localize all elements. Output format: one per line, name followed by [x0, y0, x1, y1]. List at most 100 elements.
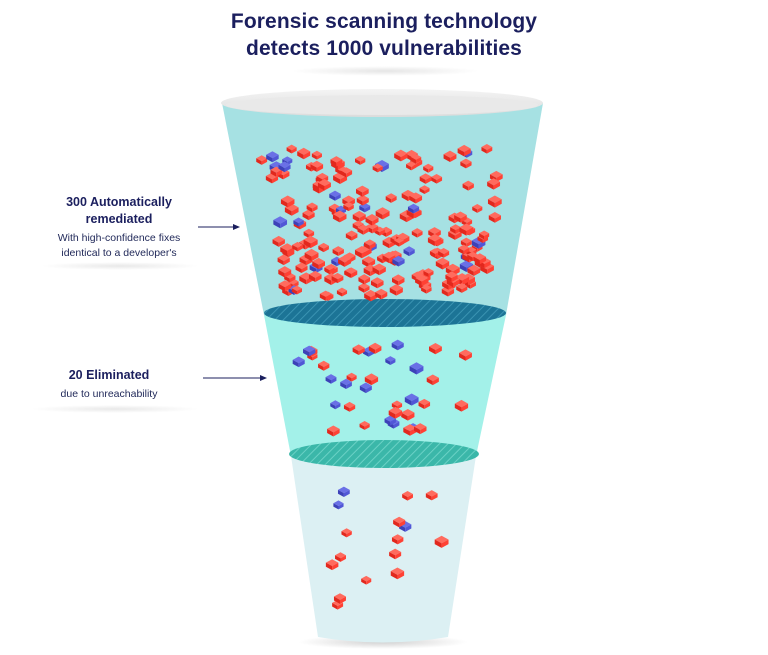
vulnerability-cube	[487, 178, 501, 190]
vulnerability-cube	[357, 224, 370, 235]
vulnerability-cube	[407, 203, 420, 214]
title-line-1: Forensic scanning technology	[230, 10, 538, 33]
vulnerability-cube	[457, 144, 471, 157]
callout-shadow	[30, 405, 200, 413]
vulnerability-cube	[467, 264, 481, 276]
vulnerability-cube	[403, 246, 415, 257]
vulnerability-cube	[385, 356, 396, 366]
vulnerability-cube	[332, 246, 344, 257]
vulnerability-cube	[427, 234, 442, 246]
title-shadow	[290, 66, 480, 76]
vulnerability-cube	[354, 246, 369, 259]
vulnerability-cube	[445, 271, 458, 283]
vulnerability-cube	[333, 593, 346, 604]
callout-eliminated: 20 Eliminated due to unreachability	[20, 367, 198, 402]
vulnerability-cube	[434, 535, 449, 548]
vulnerability-cube	[325, 374, 337, 384]
vulnerability-cube	[391, 339, 404, 351]
vulnerability-cube	[325, 559, 339, 571]
vulnerability-cube	[415, 274, 429, 287]
callout-heading: 20 Eliminated	[68, 368, 150, 382]
vulnerability-cube	[291, 285, 302, 295]
vulnerability-cube	[368, 342, 382, 354]
vulnerability-cube	[358, 274, 371, 285]
vulnerability-cube	[438, 248, 450, 258]
filter-disc-eliminated	[289, 440, 479, 468]
vulnerability-cube	[338, 255, 352, 267]
vulnerability-cube	[488, 211, 501, 223]
vulnerability-cube	[337, 486, 350, 497]
vulnerability-cube	[354, 155, 366, 165]
vulnerability-cube	[340, 167, 353, 178]
vulnerability-cube	[272, 235, 285, 247]
vulnerability-cube	[278, 266, 292, 278]
vulnerability-cube	[333, 500, 344, 510]
vulnerability-cube	[340, 378, 352, 390]
vulnerability-cube	[472, 204, 483, 213]
vulnerability-cube	[356, 194, 369, 206]
page-title: Forensic scanning technology detects 100…	[0, 8, 768, 62]
vulnerability-cube	[293, 217, 304, 227]
vulnerability-cube	[435, 257, 450, 270]
vulnerability-cube	[419, 185, 430, 195]
vulnerability-cube	[382, 251, 396, 263]
vulnerability-cube	[324, 264, 335, 274]
callout-heading-line-2: remediated	[85, 212, 153, 226]
vulnerability-cube	[292, 356, 305, 368]
vulnerability-cube	[404, 393, 419, 406]
vulnerability-cube	[303, 345, 316, 357]
vulnerability-cube	[306, 202, 318, 213]
vulnerability-cube	[341, 528, 352, 538]
vulnerability-cube	[402, 491, 413, 501]
vulnerability-cube	[364, 239, 376, 250]
callout-heading-line-1: 300 Automatically	[66, 195, 172, 209]
callout-subtext: due to unreachability	[60, 388, 158, 400]
vulnerability-cube	[372, 263, 386, 276]
vulnerability-cube	[418, 398, 431, 410]
vulnerability-cube	[277, 254, 290, 266]
vulnerability-cube	[389, 548, 402, 560]
vulnerability-cube	[318, 242, 329, 253]
vulnerability-cube	[394, 149, 408, 162]
vulnerability-cube	[481, 144, 493, 154]
vulnerability-cube	[391, 274, 405, 286]
vulnerability-cube	[473, 253, 487, 265]
vulnerability-cube	[318, 360, 330, 371]
vulnerability-cube	[423, 163, 434, 173]
vulnerability-cube	[343, 401, 356, 412]
funnel-bottom-section	[291, 456, 476, 643]
vulnerability-cube	[423, 268, 434, 277]
vulnerability-cube	[345, 267, 358, 279]
vulnerability-cube	[303, 235, 318, 249]
vulnerability-cube	[419, 173, 432, 184]
vulnerability-cube	[343, 201, 354, 212]
vulnerability-cube	[359, 382, 372, 394]
vulnerability-cube	[393, 237, 405, 247]
vulnerability-cube	[302, 209, 315, 221]
vulnerability-cube	[429, 342, 442, 355]
vulnerability-cube	[273, 216, 288, 229]
vulnerability-cube	[479, 230, 490, 240]
vulnerability-cube	[297, 147, 311, 160]
vulnerability-cube	[308, 270, 322, 283]
vulnerability-cube	[421, 284, 432, 294]
callout-arrow-2	[203, 375, 267, 381]
vulnerability-cube	[462, 180, 474, 191]
vulnerability-cube	[330, 156, 343, 167]
vulnerability-cube	[391, 534, 404, 545]
callout-subtext: With high-confidence fixes identical to …	[20, 231, 218, 261]
vulnerability-cube	[280, 195, 295, 208]
vulnerability-cube	[458, 244, 470, 255]
vulnerability-cube	[345, 230, 358, 241]
vulnerability-cube	[456, 283, 468, 293]
vulnerability-cube	[372, 163, 383, 173]
vulnerability-cube	[352, 210, 366, 223]
vulnerability-cube	[361, 575, 372, 585]
filter-disc-remediated	[264, 299, 506, 327]
vulnerability-cube	[266, 151, 279, 163]
vulnerability-cube	[389, 284, 403, 296]
vulnerability-cube	[401, 408, 415, 421]
vulnerability-cube	[375, 207, 390, 220]
callout-arrow-1	[198, 224, 240, 230]
